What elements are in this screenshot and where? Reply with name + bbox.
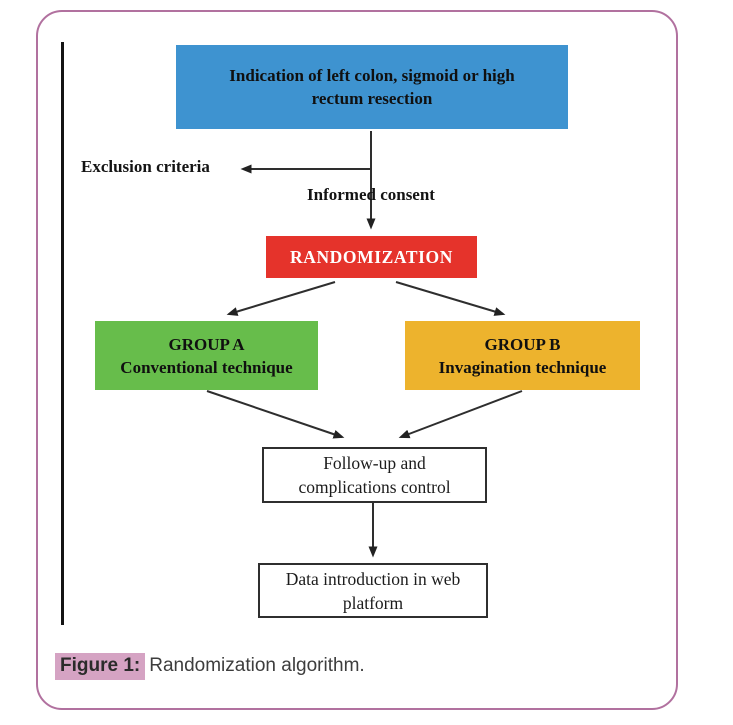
group-a-title: GROUP A bbox=[168, 334, 245, 354]
figure-caption-label: Figure 1: bbox=[55, 653, 146, 680]
group-b-subtitle: Invagination technique bbox=[438, 357, 607, 377]
group-a-subtitle: Conventional technique bbox=[120, 357, 293, 377]
flowchart-box-group-a: GROUP A Conventional technique bbox=[95, 321, 318, 390]
flowchart-box-group-b: GROUP B Invagination technique bbox=[405, 321, 640, 390]
flowchart-box-data-platform: Data introduction in web platform bbox=[258, 563, 488, 618]
flowchart-box-indication: Indication of left colon, sigmoid or hig… bbox=[176, 45, 568, 129]
flowchart-box-randomization: RANDOMIZATION bbox=[266, 236, 477, 278]
flowchart-box-followup: Follow-up and complications control bbox=[262, 447, 487, 503]
informed-consent-label: Informed consent bbox=[307, 185, 435, 204]
figure-left-rule bbox=[61, 42, 64, 625]
exclusion-criteria-label: Exclusion criteria bbox=[81, 157, 210, 176]
figure-caption-text: Randomization algorithm. bbox=[149, 655, 365, 676]
figure-caption: Figure 1: Randomization algorithm. bbox=[55, 653, 365, 680]
group-b-title: GROUP B bbox=[484, 334, 561, 354]
